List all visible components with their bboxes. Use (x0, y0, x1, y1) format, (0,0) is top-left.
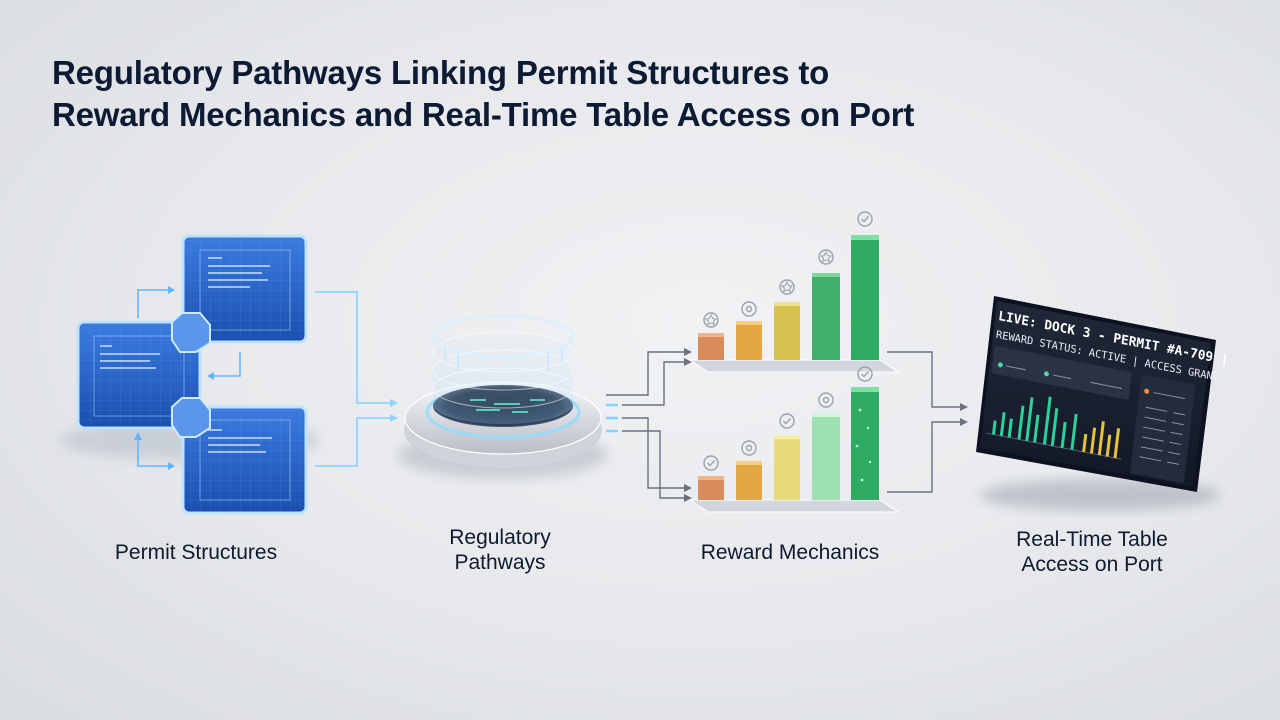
reward-bars-top (698, 235, 879, 360)
star-icon (703, 312, 719, 328)
reward-bar (774, 305, 800, 360)
gear-icon (818, 392, 834, 408)
regulatory-to-reward-arrows (606, 348, 692, 502)
check-icon (703, 455, 719, 471)
reward-bar (851, 238, 879, 360)
stage-label-access-line-2: Access on Port (1021, 553, 1163, 576)
reward-bar (698, 479, 724, 500)
star-icon (779, 279, 795, 295)
star-icon (818, 249, 834, 265)
stage-label-permit-structures: Permit Structures (76, 540, 316, 565)
page-title: Regulatory Pathways Linking Permit Struc… (52, 52, 1152, 136)
reward-bar (812, 416, 840, 500)
reward-bars-bottom (698, 387, 879, 500)
stage-label-reward-mechanics: Reward Mechanics (660, 540, 920, 565)
stage-label-reward-text: Reward Mechanics (700, 541, 880, 564)
check-icon (857, 211, 873, 227)
stage-label-real-time-access: Real-Time Table Access on Port (972, 527, 1212, 577)
check-icon (857, 366, 873, 382)
reward-icons-bottom (703, 366, 873, 471)
stage-label-regulatory-line-2: Pathways (454, 551, 546, 574)
document-icon (208, 257, 270, 288)
permit-document-top (181, 234, 308, 344)
stage-label-permit-text: Permit Structures (114, 541, 278, 564)
page-title-line-1: Regulatory Pathways Linking Permit Struc… (52, 54, 830, 91)
permit-document-left (76, 320, 202, 430)
reward-bar (851, 390, 879, 500)
reward-bar (812, 276, 840, 360)
dashboard-mini-chart (986, 396, 1122, 460)
gear-icon (741, 301, 757, 317)
gear-icon (741, 440, 757, 456)
stage-label-regulatory-line-1: Regulatory (449, 526, 551, 549)
document-icon (100, 345, 160, 369)
permit-connector-nodes (171, 312, 211, 438)
permit-link-arrows (134, 286, 241, 470)
stage-label-regulatory-pathways: Regulatory Pathways (400, 525, 600, 575)
hub-output-ports (606, 403, 618, 433)
reward-to-access-arrows (887, 351, 968, 493)
reward-bar (698, 336, 724, 360)
regulatory-pathways-hub (398, 315, 618, 479)
permit-to-regulatory-arrows (315, 291, 398, 467)
stage-label-access-line-1: Real-Time Table (1016, 528, 1168, 551)
reward-bar (774, 438, 800, 500)
document-icon (208, 429, 272, 453)
permit-structures-group (60, 234, 398, 515)
check-icon (779, 413, 795, 429)
reward-icons-top (703, 211, 873, 328)
reward-bar (736, 464, 762, 500)
reward-bar (736, 324, 762, 360)
reward-mechanics-group (688, 211, 900, 513)
page-title-line-2: Reward Mechanics and Real-Time Table Acc… (52, 96, 915, 133)
permit-document-bottom (181, 405, 308, 515)
access-dashboard: LIVE: DOCK 3 - PERMIT #A-709 | REWARD ST… (976, 296, 1232, 511)
